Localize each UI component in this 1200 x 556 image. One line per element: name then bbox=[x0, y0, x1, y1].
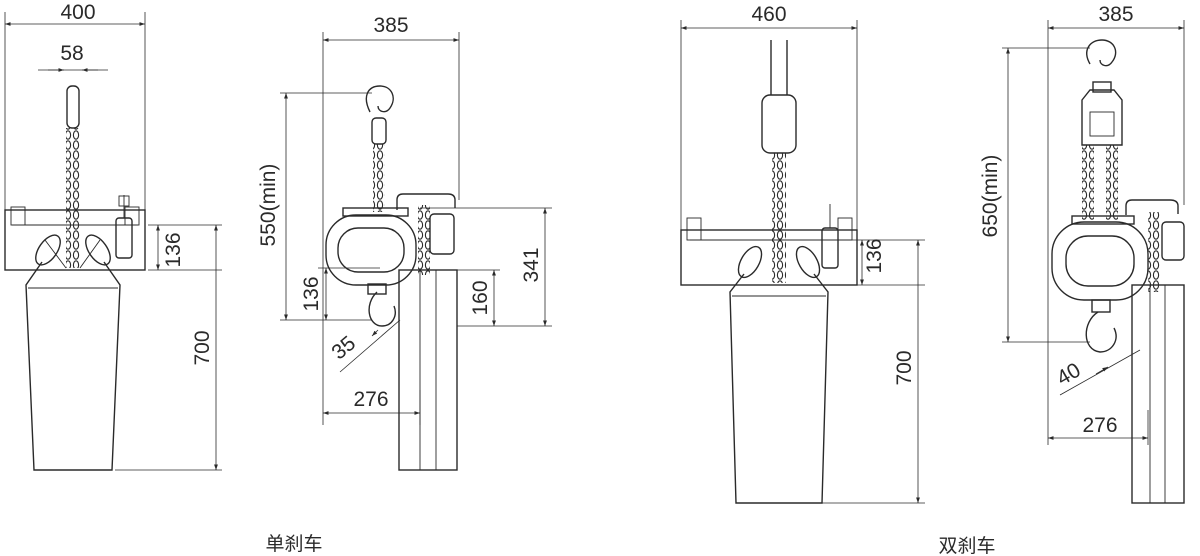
single-front-view: 400 58 136 700 bbox=[4, 1, 222, 471]
double-front-box-height-label: 136 bbox=[863, 238, 886, 273]
single-front-bag-height-label: 700 bbox=[191, 330, 214, 365]
double-side-hook-label: 40 bbox=[1053, 359, 1085, 391]
single-side-lower-height-label: 136 bbox=[300, 276, 323, 311]
single-side-160-label: 160 bbox=[469, 280, 492, 315]
single-side-view: 385 550(min) 136 341 bbox=[257, 14, 552, 471]
single-side-341-label: 341 bbox=[520, 247, 543, 282]
double-side-offset-label: 276 bbox=[1082, 414, 1117, 437]
double-side-view: 385 650(min) 40 bbox=[979, 3, 1185, 504]
single-side-offset-label: 276 bbox=[353, 388, 388, 411]
single-front-width-label: 400 bbox=[60, 1, 95, 24]
double-front-view: 460 136 700 bbox=[680, 3, 925, 504]
double-brake-caption: 双刹车 bbox=[938, 535, 995, 556]
single-front-chain-width-label: 58 bbox=[60, 42, 83, 65]
single-side-headroom-label: 550(min) bbox=[257, 164, 280, 247]
double-side-headroom-label: 650(min) bbox=[979, 155, 1002, 238]
double-front-width-label: 460 bbox=[751, 3, 786, 26]
single-side-hook-label: 35 bbox=[327, 332, 360, 365]
single-brake-caption: 单刹车 bbox=[265, 533, 322, 555]
single-front-box-height-label: 136 bbox=[162, 232, 185, 267]
double-side-width-label: 385 bbox=[1098, 3, 1133, 26]
double-front-bag-height-label: 700 bbox=[893, 350, 916, 385]
single-side-width-label: 385 bbox=[373, 14, 408, 37]
